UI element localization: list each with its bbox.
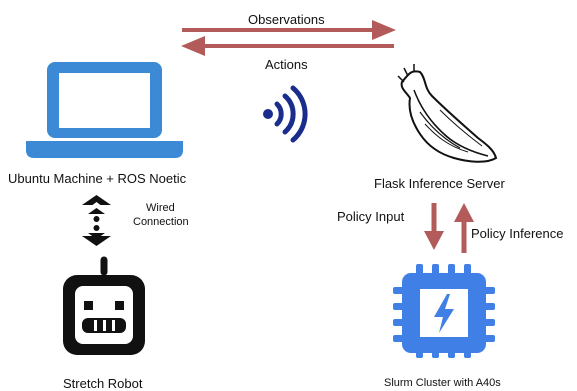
- wired-connection-icon: [82, 195, 111, 246]
- slurm-cluster-label: Slurm Cluster with A40s: [384, 377, 501, 389]
- policy-input-arrow: [424, 203, 444, 250]
- wireless-signal-icon: [263, 85, 308, 143]
- flask-horn-logo-icon: [397, 64, 498, 163]
- wired-connection-label-line1: Wired: [146, 202, 175, 214]
- policy-input-label: Policy Input: [337, 209, 405, 224]
- flask-server-label: Flask Inference Server: [374, 176, 505, 191]
- wired-connection-label-line2: Connection: [133, 216, 189, 228]
- policy-inference-label: Policy Inference: [471, 226, 564, 241]
- stretch-robot-label: Stretch Robot: [63, 376, 143, 391]
- laptop-icon: [26, 62, 183, 158]
- observations-label: Observations: [248, 12, 325, 27]
- robot-face-icon: [63, 256, 145, 355]
- actions-arrow: [181, 36, 394, 56]
- policy-inference-arrow: [454, 203, 474, 253]
- observations-arrow: [182, 20, 396, 40]
- actions-label: Actions: [265, 57, 308, 72]
- ubuntu-machine-label: Ubuntu Machine + ROS Noetic: [8, 171, 187, 186]
- processor-chip-icon: [393, 264, 495, 358]
